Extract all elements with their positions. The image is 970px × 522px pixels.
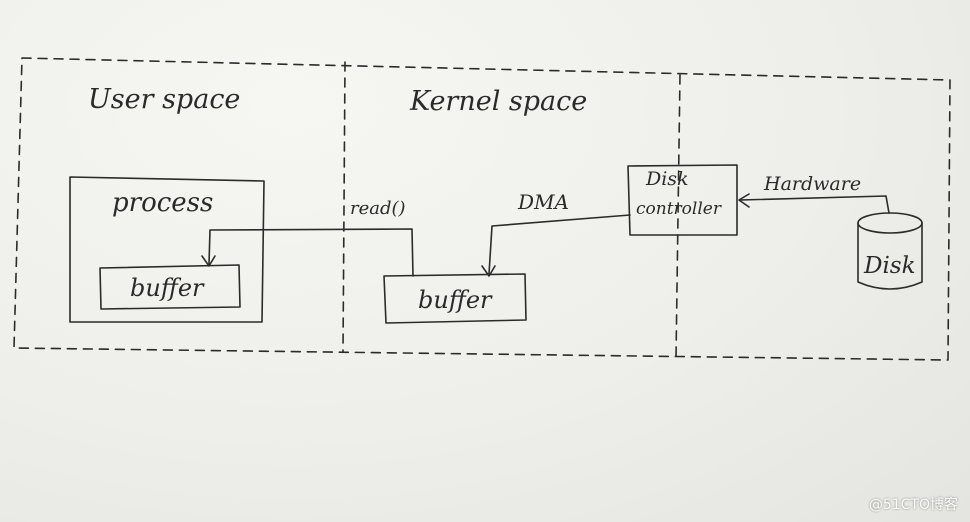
watermark: @51CTO博客 <box>868 497 958 513</box>
kernel-buffer-box <box>383 273 527 324</box>
kernel-buffer-label: buffer <box>418 286 492 314</box>
user-space-label: User space <box>88 84 241 115</box>
disk-label: Disk <box>864 253 916 279</box>
read-label: read() <box>350 198 406 219</box>
disk-controller-label-line2: controller <box>636 199 721 219</box>
user-buffer-box <box>99 264 241 310</box>
dma-arrow <box>488 214 631 275</box>
hardware-label: Hardware <box>764 173 862 195</box>
user-buffer-label: buffer <box>130 274 204 302</box>
process-label: process <box>112 188 214 218</box>
user-kernel-divider <box>342 61 346 353</box>
dma-label: DMA <box>518 190 569 214</box>
read-arrow <box>208 228 414 277</box>
kernel-space-label: Kernel space <box>410 86 588 117</box>
process-box <box>69 176 265 323</box>
disk-controller-label-line1: Disk <box>646 168 689 190</box>
hardware-arrow <box>739 195 890 214</box>
disk-cylinder <box>857 212 923 290</box>
disk-controller-box <box>627 164 738 236</box>
outer-boundary <box>13 57 951 361</box>
